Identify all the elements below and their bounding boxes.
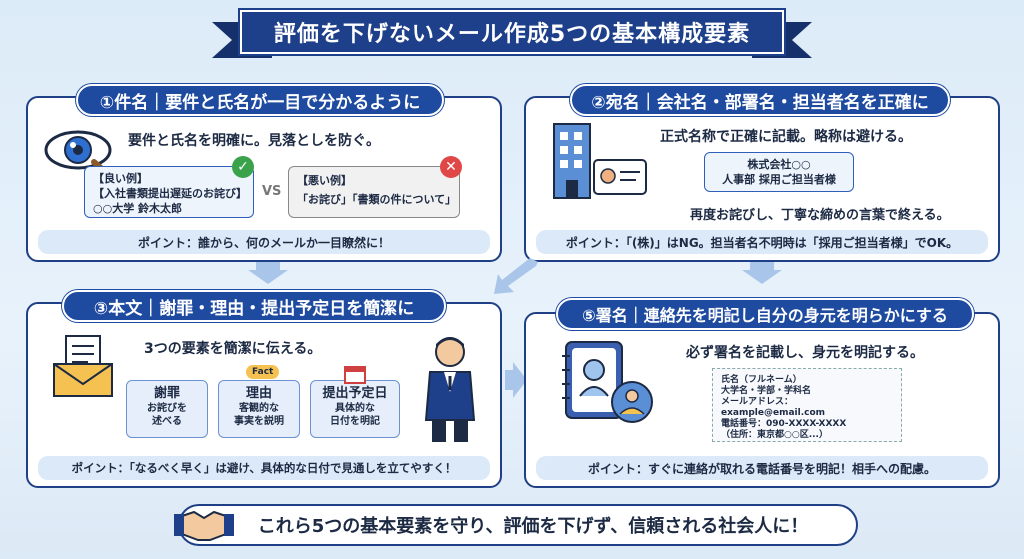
signature-line: メールアドレス：example@email.com bbox=[721, 397, 826, 418]
vs-label: VS bbox=[262, 184, 282, 199]
card-subject-lead: 要件と氏名を明確に。見落としを防ぐ。 bbox=[128, 133, 380, 149]
handshake-icon bbox=[174, 510, 234, 541]
card-address-sub: 再度お詫びし、丁寧な締めの言葉で終える。 bbox=[690, 208, 950, 223]
element-due-date-desc2: 日付を明記 bbox=[330, 416, 380, 427]
element-apology-desc1: お詫びを bbox=[147, 403, 187, 414]
envelope-document-icon bbox=[53, 335, 113, 397]
card-signature-header: ⑤署名｜連絡先を明記し自分の身元を明らかにする bbox=[556, 298, 974, 330]
card-subject-header: ①件名｜要件と氏名が一目で分かるように bbox=[76, 84, 444, 116]
card-address-header: ②宛名｜会社名・部署名・担当者名を正確に bbox=[570, 84, 950, 116]
bad-example-box: 【悪い例】 「お詫び」「書類の件について」 bbox=[288, 166, 460, 218]
calendar-icon bbox=[344, 366, 366, 384]
element-apology: 謝罪 お詫びを 述べる bbox=[126, 380, 208, 438]
good-example-line1: 【入社書類提出遅延のお詫び】 bbox=[93, 187, 247, 200]
signature-line: 大学名・学部・学科名 bbox=[721, 386, 812, 396]
card-address-lead: 正式名称で正確に記載。略称は避ける。 bbox=[660, 129, 912, 145]
card-signature-point: ポイント：すぐに連絡が取れる電話番号を明記！相手への配慮。 bbox=[536, 456, 988, 480]
title-ribbon: 評価を下げないメール作成5つの基本構成要素 bbox=[212, 6, 812, 64]
check-icon: ✓ bbox=[232, 156, 254, 178]
address-example-box: 株式会社○○ 人事部 採用ご担当者様 bbox=[704, 152, 854, 192]
card-address-point: ポイント：「(株)」はNG。担当者名不明時は「採用ご担当者様」でOK。 bbox=[536, 230, 988, 254]
card-body-point: ポイント：「なるべく早く」は避け、具体的な日付で見通しを立てやすく！ bbox=[38, 456, 490, 480]
element-reason-title: 理由 bbox=[245, 386, 272, 401]
card-subject-point: ポイント：誰から、何のメールか一目瞭然に！ bbox=[38, 230, 490, 254]
address-line2: 人事部 採用ご担当者様 bbox=[722, 173, 836, 186]
down-arrow-icon bbox=[742, 262, 782, 284]
bowing-person-icon bbox=[424, 337, 476, 442]
footer-banner: これら5つの基本要素を守り、評価を下げず、信頼される社会人に！ bbox=[174, 504, 858, 546]
down-arrow-icon bbox=[248, 262, 288, 284]
element-due-date-desc1: 具体的な bbox=[335, 403, 375, 414]
good-example-label: 【良い例】 bbox=[93, 172, 148, 185]
address-book-icon bbox=[562, 341, 653, 423]
good-example-box: 【良い例】 【入社書類提出遅延のお詫び】 ○○大学 鈴木太郎 bbox=[84, 166, 254, 218]
good-example-line2: ○○大学 鈴木太郎 bbox=[93, 202, 183, 215]
element-reason-desc2: 事実を説明 bbox=[234, 416, 284, 427]
signature-line: 氏名（フルネーム） bbox=[721, 375, 802, 385]
office-building-icon bbox=[553, 123, 647, 199]
element-apology-title: 謝罪 bbox=[153, 386, 180, 401]
address-line1: 株式会社○○ bbox=[747, 158, 811, 171]
element-due-date-title: 提出予定日 bbox=[322, 386, 388, 401]
card-body-header: ③本文｜謝罪・理由・提出予定日を簡潔に bbox=[62, 290, 446, 322]
signature-line: （住所：東京都○○区...） bbox=[721, 430, 828, 440]
element-apology-desc2: 述べる bbox=[152, 416, 182, 427]
footer-text: これら5つの基本要素を守り、評価を下げず、信頼される社会人に！ bbox=[257, 516, 809, 537]
element-reason: 理由 客観的な 事実を説明 bbox=[218, 380, 300, 438]
diagonal-arrow-icon bbox=[494, 258, 538, 294]
page-title: 評価を下げないメール作成5つの基本構成要素 bbox=[238, 8, 786, 56]
cross-icon: ✕ bbox=[440, 156, 462, 178]
signature-line: 電話番号：090-XXXX-XXXX bbox=[721, 419, 847, 429]
element-reason-desc1: 客観的な bbox=[239, 403, 279, 414]
card-body-lead: 3つの要素を簡潔に伝える。 bbox=[144, 341, 322, 357]
element-due-date: 提出予定日 具体的な 日付を明記 bbox=[310, 380, 400, 438]
right-arrow-icon bbox=[505, 362, 527, 398]
card-signature-lead: 必ず署名を記載し、身元を明記する。 bbox=[686, 345, 924, 361]
bad-example-label: 【悪い例】 bbox=[297, 174, 352, 187]
fact-bubble: Fact bbox=[246, 365, 280, 379]
signature-example-box: 氏名（フルネーム） 大学名・学部・学科名 メールアドレス：example@ema… bbox=[712, 368, 902, 442]
bad-example-line1: 「お詫び」「書類の件について」 bbox=[297, 193, 457, 206]
